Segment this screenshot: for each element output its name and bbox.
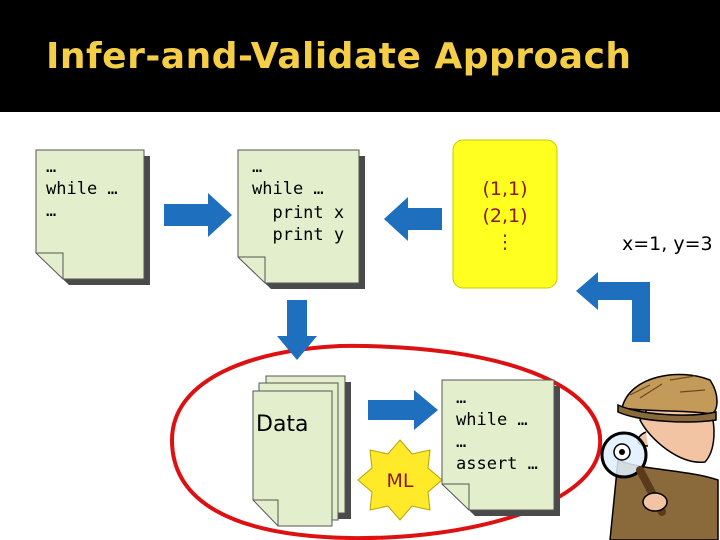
right-arrow — [368, 390, 438, 430]
annotated-line-4: assert … — [456, 454, 538, 474]
source-line-1: … — [46, 157, 56, 177]
instrumented-line-1: … — [252, 157, 262, 177]
annotated-line-3: … — [456, 432, 466, 452]
elbow-arrow — [576, 272, 650, 342]
source-line-2: while … — [46, 179, 118, 199]
annotated-program-page: … while … … assert … — [441, 379, 560, 516]
instrumented-line-2: while … — [252, 179, 324, 199]
data-stack: Data — [252, 375, 351, 527]
source-program-page: … while … … — [35, 149, 150, 285]
feedback-loop — [169, 343, 603, 540]
annotated-line-1: … — [456, 388, 466, 408]
trace-box: (1,1) (2,1) ⋮ — [452, 139, 558, 289]
result-label: x=1, y=3 — [622, 233, 713, 255]
title-bar: Infer-and-Validate Approach — [0, 0, 720, 112]
source-line-3: … — [46, 201, 56, 221]
annotated-line-2: while … — [456, 410, 528, 430]
trace-line-1: (1,1) — [482, 178, 527, 200]
slide-title: Infer-and-Validate Approach — [46, 36, 632, 77]
right-arrow — [164, 193, 232, 237]
trace-line-2: (2,1) — [482, 205, 527, 227]
instrumented-line-3: print x — [252, 203, 344, 223]
down-arrow — [277, 300, 317, 360]
trace-line-3: ⋮ — [496, 231, 515, 253]
detective-image — [600, 373, 719, 540]
instrumented-line-4: print y — [252, 225, 344, 245]
left-arrow — [384, 197, 442, 241]
ml-badge: ML — [357, 439, 443, 521]
instrumented-program-page: … while … print x print y — [237, 149, 365, 289]
ml-label: ML — [387, 470, 414, 492]
data-label: Data — [256, 412, 309, 437]
